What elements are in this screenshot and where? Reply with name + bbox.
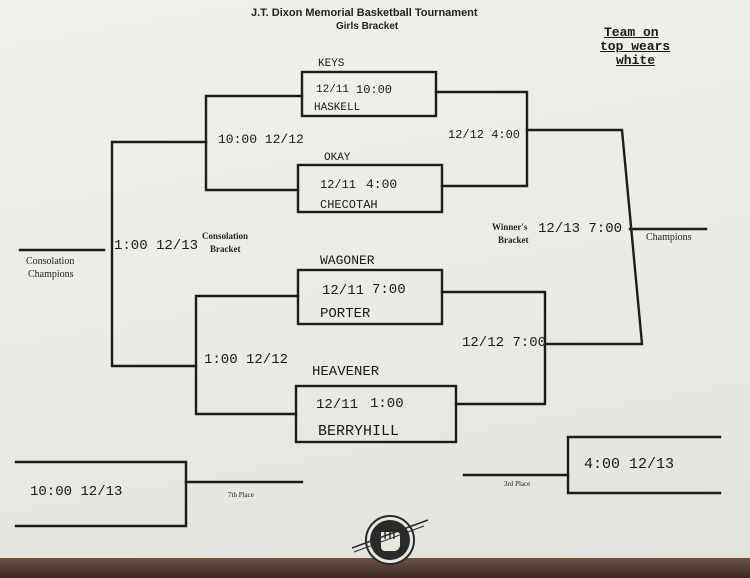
game-2-bottom-team: CHECOTAH bbox=[320, 198, 378, 212]
game-1-date: 12/11 bbox=[316, 84, 350, 96]
consolation-bracket-label-2: Bracket bbox=[210, 244, 241, 254]
consolation-upper-time: 10:00 12/12 bbox=[218, 132, 304, 147]
fist-logo bbox=[351, 515, 429, 565]
game-1-top-team: KEYS bbox=[318, 58, 345, 70]
winners-bracket-label-2: Bracket bbox=[498, 235, 529, 245]
game-box-2 bbox=[296, 163, 444, 214]
consolation-bracket-label: Consolation bbox=[202, 231, 249, 241]
consolation-final-bracket bbox=[110, 140, 208, 368]
game-2-time: 4:00 bbox=[366, 177, 398, 192]
game-4-date: 12/11 bbox=[316, 397, 359, 413]
desk-edge bbox=[0, 558, 750, 578]
seventh-place-box bbox=[14, 460, 188, 528]
third-place-game-time: 4:00 12/13 bbox=[584, 456, 675, 473]
seventh-place-game-time: 10:00 12/13 bbox=[30, 484, 123, 500]
consolation-champions-label: Consolation bbox=[26, 256, 75, 267]
game-3-time: 7:00 bbox=[372, 282, 406, 298]
game-box-1 bbox=[300, 70, 438, 118]
seventh-place-label: 7th Place bbox=[228, 491, 254, 499]
game-4-bottom-team: BERRYHILL bbox=[318, 423, 400, 440]
note-line-3: white bbox=[616, 53, 656, 68]
consolation-final-time: 1:00 12/13 bbox=[114, 238, 199, 254]
page-subtitle: Girls Bracket bbox=[336, 21, 399, 32]
game-4-time: 1:00 bbox=[370, 396, 404, 412]
consolation-lower-time: 1:00 12/12 bbox=[204, 352, 289, 368]
winners-lower-time: 12/12 7:00 bbox=[462, 335, 547, 351]
note-line-2: top wears bbox=[600, 39, 671, 54]
game-2-date: 12/11 bbox=[320, 178, 357, 192]
game-3-bottom-team: PORTER bbox=[320, 306, 371, 322]
game-1-time: 10:00 bbox=[356, 83, 393, 97]
game-2-top-team: OKAY bbox=[324, 152, 351, 164]
third-place-label: 3rd Place bbox=[504, 480, 531, 488]
game-4-top-team: HEAVENER bbox=[312, 364, 380, 380]
winners-bracket-label: Winner's bbox=[492, 222, 528, 232]
game-3-top-team: WAGONER bbox=[320, 253, 375, 268]
third-place-box bbox=[566, 435, 722, 495]
winners-upper-bracket bbox=[434, 90, 529, 188]
game-3-date: 12/11 bbox=[322, 283, 365, 299]
winners-upper-time: 12/12 4:00 bbox=[448, 128, 521, 142]
note-line-1: Team on bbox=[604, 25, 659, 40]
consolation-lower-bracket bbox=[194, 294, 300, 416]
winners-final-bracket bbox=[525, 128, 644, 346]
page-title: J.T. Dixon Memorial Basketball Tournamen… bbox=[251, 7, 478, 19]
champions-label: Champions bbox=[646, 232, 692, 243]
consolation-champions-label-2: Champions bbox=[28, 269, 74, 280]
game-1-bottom-team: HASKELL bbox=[314, 102, 361, 114]
winners-final-time: 12/13 7:00 bbox=[538, 221, 623, 237]
winners-lower-bracket bbox=[440, 290, 547, 406]
